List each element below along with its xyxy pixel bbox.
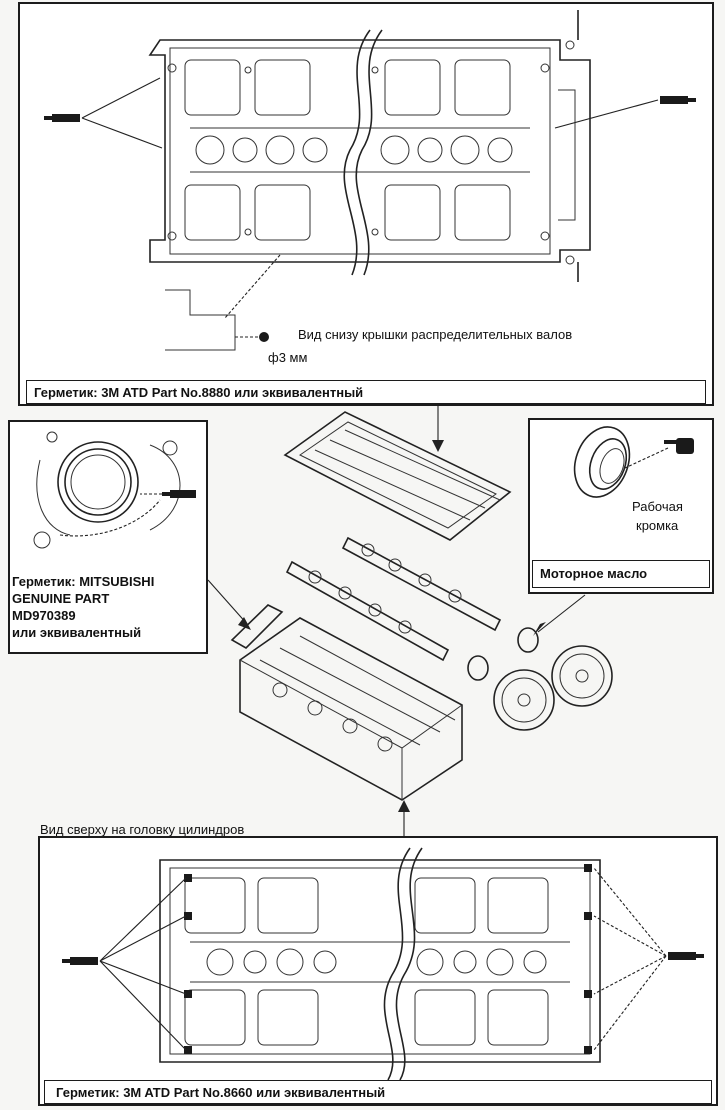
camshaft-cap-part xyxy=(230,604,284,649)
intake-camshaft xyxy=(341,536,502,632)
camshaft-cover-panel xyxy=(18,2,714,406)
camshaft-oil-seal xyxy=(517,627,539,653)
sealant-tube-icon xyxy=(62,957,98,965)
break-line xyxy=(383,847,411,1081)
sealant-tube-icon xyxy=(660,96,696,104)
camshaft-sprocket xyxy=(493,669,555,731)
cylinder-head-outline xyxy=(159,859,601,1063)
working-lip-label-line2: кромка xyxy=(636,518,679,533)
left-sealant-line1: Герметик: MITSUBISHI xyxy=(12,574,155,589)
camshaft-oil-seal xyxy=(467,655,489,681)
oil-seal-icon xyxy=(573,426,631,498)
left-sealant-line4: или эквивалентный xyxy=(12,625,142,640)
working-lip-label-line1: Рабочая xyxy=(632,499,683,514)
bottom-view-callout: Вид снизу крышки распределительных валов xyxy=(298,327,573,342)
left-sealant-line3: MD970389 xyxy=(12,608,76,623)
camshaft-cover-part xyxy=(283,411,512,541)
engine-oil-caption: Моторное масло xyxy=(540,566,648,581)
sealant-tube-icon xyxy=(162,490,196,498)
sealant-caption-box xyxy=(26,380,706,404)
engine-oil-caption-box xyxy=(532,560,710,588)
oil-seal-sealant-panel xyxy=(8,420,208,654)
break-line xyxy=(343,29,371,276)
camshaft-sprocket xyxy=(551,645,613,707)
sealant-tube-icon xyxy=(668,952,704,960)
sealant-tube-icon xyxy=(44,114,80,122)
top-view-caption: Вид сверху на головку цилиндров xyxy=(40,822,245,837)
exhaust-camshaft xyxy=(285,560,450,662)
top-sealant-caption: Герметик: 3M ATD Part No.8880 или эквива… xyxy=(34,385,364,400)
bottom-view-section-detail xyxy=(165,254,281,351)
oil-can-icon xyxy=(664,438,694,454)
camshaft-cover-outline xyxy=(148,10,591,282)
cylinder-head-part xyxy=(239,617,463,801)
bottom-sealant-caption-box xyxy=(44,1080,712,1104)
left-sealant-line2: GENUINE PART xyxy=(12,591,110,606)
bottom-sealant-caption: Герметик: 3M ATD Part No.8660 или эквива… xyxy=(56,1085,386,1100)
bead-dimension-label: ф3 мм xyxy=(268,350,308,365)
